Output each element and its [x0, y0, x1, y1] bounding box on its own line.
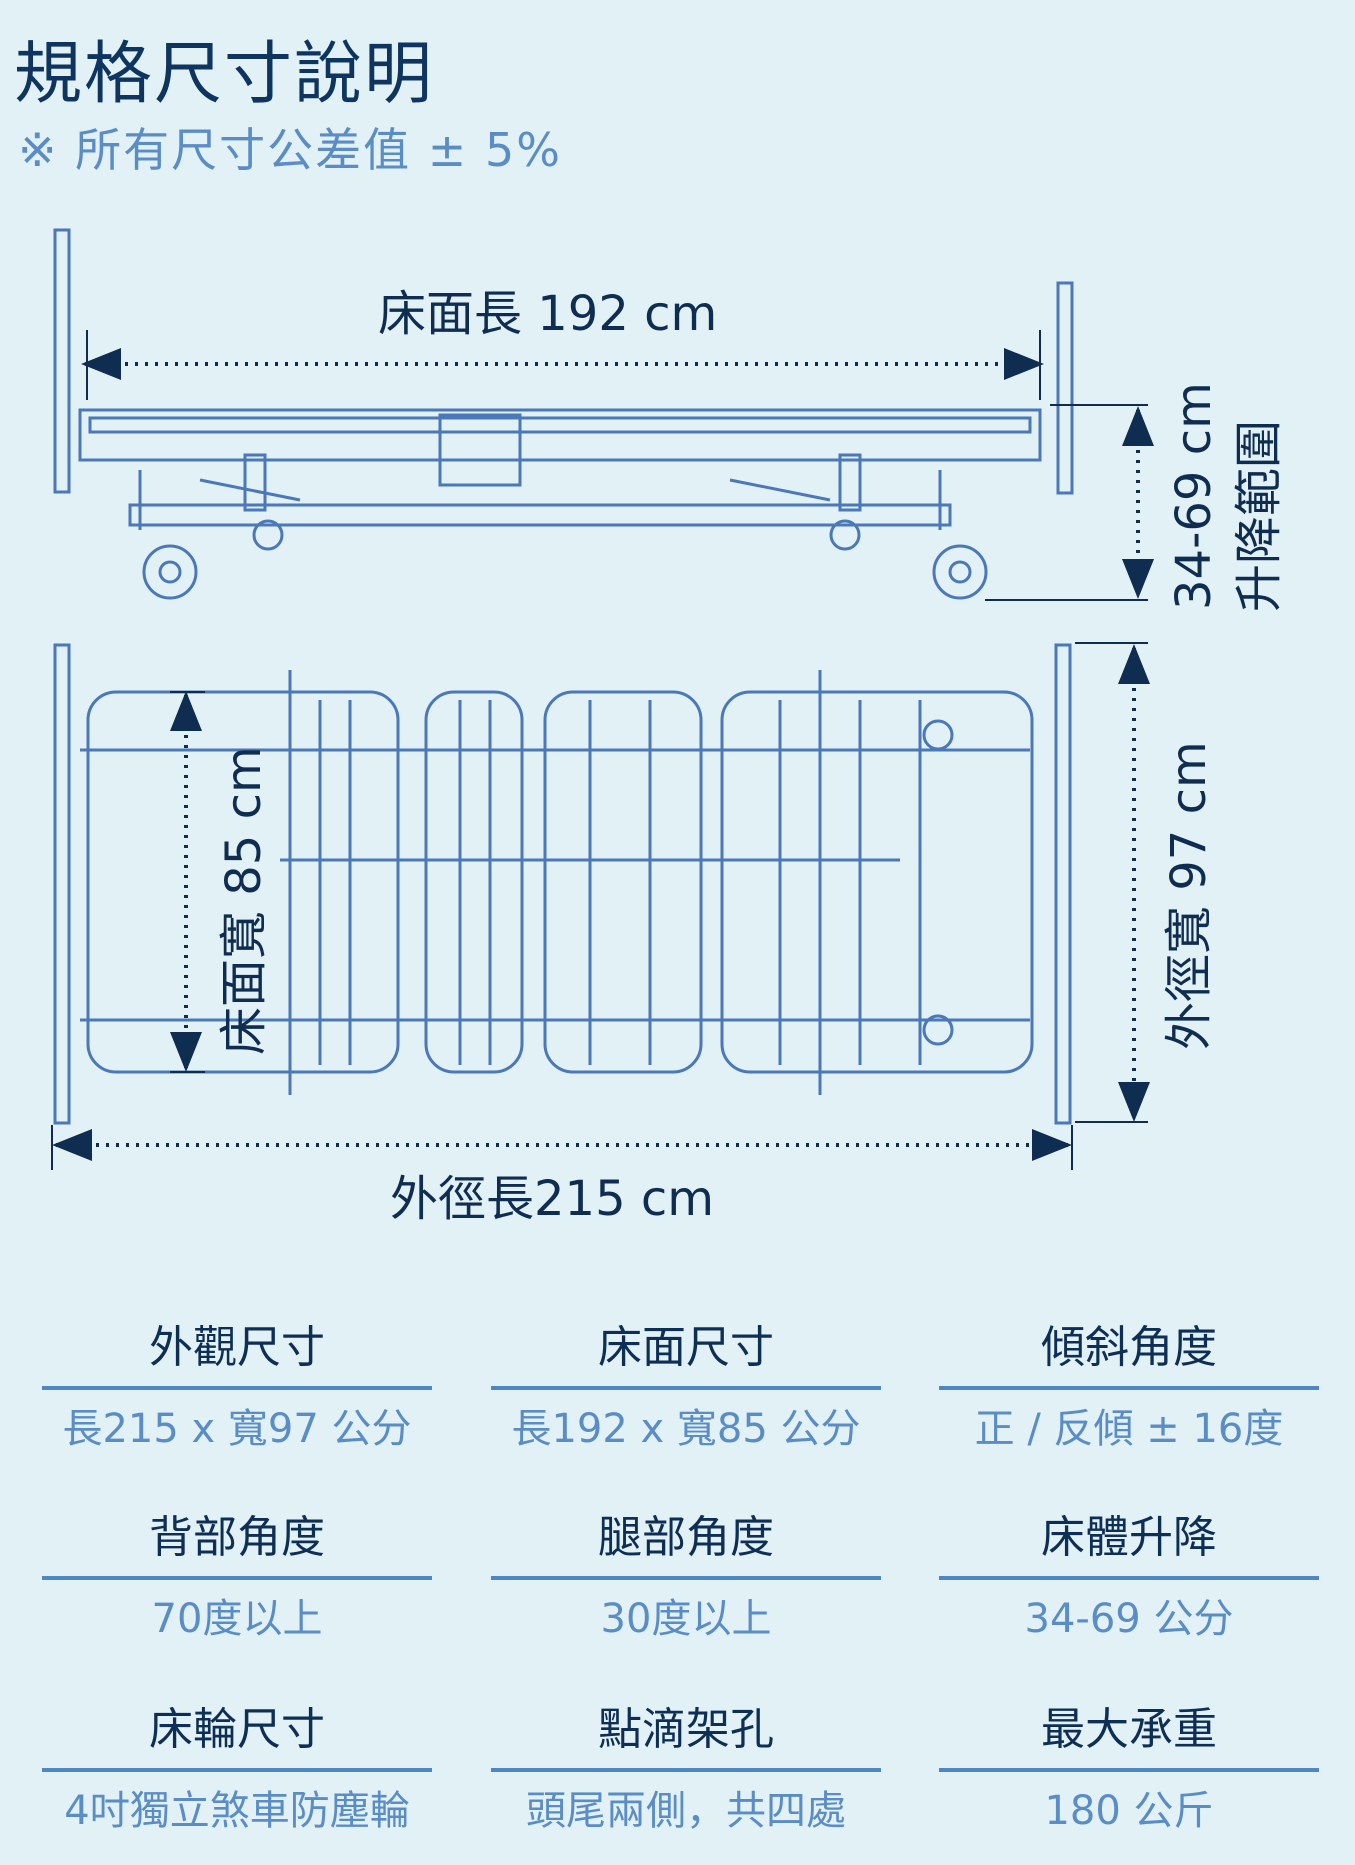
- tolerance-note: ※ 所有尺寸公差值 ± 5%: [18, 123, 562, 177]
- divider: [491, 1768, 881, 1772]
- top-view: [53, 643, 1072, 1125]
- spec-label: 外觀尺寸: [149, 1322, 325, 1373]
- spec-item: 床面尺寸長192 x 寬85 公分: [491, 1320, 881, 1454]
- page-title: 規格尺寸說明: [14, 35, 435, 114]
- lift-range-value: 34-69 cm: [1166, 382, 1222, 610]
- spec-value: 180 公斤: [1044, 1788, 1214, 1834]
- spec-value: 4吋獨立煞車防塵輪: [64, 1788, 410, 1834]
- divider: [42, 1386, 432, 1390]
- lift-range-label: 升降範圍: [1231, 420, 1287, 612]
- spec-label: 床輪尺寸: [149, 1704, 325, 1755]
- spec-value: 70度以上: [151, 1596, 323, 1642]
- divider: [491, 1576, 881, 1580]
- spec-label: 床面尺寸: [598, 1322, 774, 1373]
- bed-dimension-diagram: 床面長 192 cm 34-69 cm 升降範圍 床面寬 85 cm 外徑寬 9…: [51, 228, 1287, 1227]
- divider: [939, 1576, 1319, 1580]
- bed-width-dimension: [170, 691, 205, 1073]
- lift-range-dimension: [985, 404, 1154, 601]
- spec-item: 傾斜角度正 / 反傾 ± 16度: [939, 1320, 1319, 1454]
- spec-item: 腿部角度 30度以上: [491, 1510, 881, 1644]
- spec-value: 30度以上: [600, 1596, 772, 1642]
- spec-label: 最大承重: [1041, 1704, 1217, 1755]
- spec-item: 外觀尺寸長215 x 寬97 公分: [42, 1320, 432, 1454]
- spec-item: 最大承重 180 公斤: [939, 1702, 1319, 1836]
- divider: [939, 1386, 1319, 1390]
- divider: [42, 1576, 432, 1580]
- spec-value: 頭尾兩側，共四處: [526, 1788, 846, 1834]
- spec-label: 腿部角度: [598, 1512, 774, 1563]
- spec-item: 背部角度 70度以上: [42, 1510, 432, 1644]
- divider: [42, 1768, 432, 1772]
- spec-label: 傾斜角度: [1041, 1322, 1217, 1373]
- divider: [491, 1386, 881, 1390]
- bed-length-label: 床面長 192 cm: [378, 286, 717, 342]
- outer-length-label: 外徑長215 cm: [390, 1171, 714, 1227]
- bed-width-label: 床面寬 85 cm: [216, 746, 272, 1055]
- spec-value: 長192 x 寬85 公分: [511, 1406, 861, 1452]
- outer-width-dimension: [1075, 642, 1150, 1123]
- spec-item: 點滴架孔頭尾兩側，共四處: [491, 1702, 881, 1836]
- spec-label: 背部角度: [149, 1512, 325, 1563]
- outer-width-label: 外徑寬 97 cm: [1161, 741, 1217, 1050]
- outer-length-dimension: [51, 1125, 1073, 1170]
- side-view: [53, 228, 1074, 600]
- spec-value: 正 / 反傾 ± 16度: [974, 1406, 1284, 1452]
- bed-length-dimension: [81, 330, 1044, 400]
- divider: [939, 1768, 1319, 1772]
- spec-value: 長215 x 寬97 公分: [62, 1406, 412, 1452]
- spec-item: 床體升降 34-69 公分: [939, 1510, 1319, 1644]
- spec-value: 34-69 公分: [1024, 1596, 1234, 1642]
- spec-item: 床輪尺寸 4吋獨立煞車防塵輪: [42, 1702, 432, 1836]
- spec-label: 床體升降: [1041, 1512, 1217, 1563]
- spec-label: 點滴架孔: [598, 1704, 774, 1755]
